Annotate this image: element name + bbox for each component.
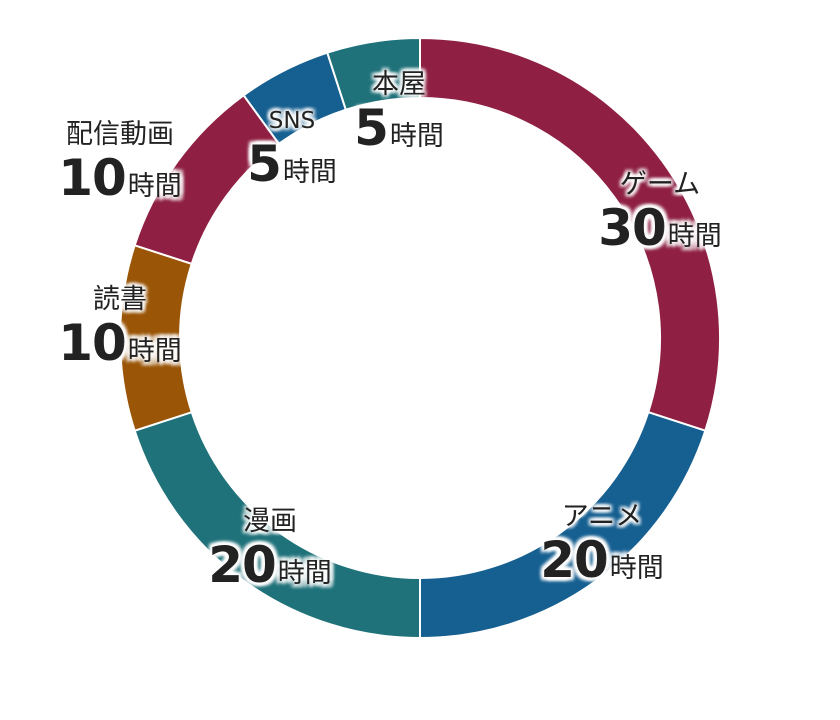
slice-value-number: 20 [208, 536, 277, 594]
slice-label-name: ゲーム [619, 169, 701, 200]
slice-label-name: 配信動画 [66, 119, 174, 150]
slice-label-name: SNS [268, 108, 316, 134]
slice-label-value: 20時間 [540, 534, 664, 598]
slice-label-value: 20時間 [208, 539, 332, 603]
slice-label-value: 30時間 [598, 202, 722, 266]
slice-value-number: 10 [58, 314, 127, 372]
slice-value-unit: 時間 [389, 121, 444, 152]
slice-label-name: 本屋 [371, 69, 426, 100]
slice-value-number: 5 [354, 99, 389, 157]
slice-label-value: 5時間 [354, 102, 444, 166]
slice-value-number: 30 [598, 199, 667, 257]
slice-value-number: 10 [58, 149, 127, 207]
slice-value-unit: 時間 [609, 553, 664, 584]
slice-value-number: 5 [247, 135, 282, 193]
slice-value-unit: 時間 [127, 336, 182, 367]
slice-value-number: 20 [540, 531, 609, 589]
slice-label-name: 読書 [93, 284, 147, 315]
slice-label-name: 漫画 [243, 506, 297, 537]
donut-slice [326, 36, 421, 112]
slice-label-value: 5時間 [247, 138, 337, 202]
slice-label-value: 10時間 [58, 152, 182, 216]
slice-value-unit: 時間 [277, 558, 332, 589]
slice-label-value: 10時間 [58, 317, 182, 381]
slice-value-unit: 時間 [127, 171, 182, 202]
slice-value-unit: 時間 [282, 157, 337, 188]
slice-value-unit: 時間 [667, 221, 722, 252]
slice-label-name: アニメ [561, 501, 643, 532]
